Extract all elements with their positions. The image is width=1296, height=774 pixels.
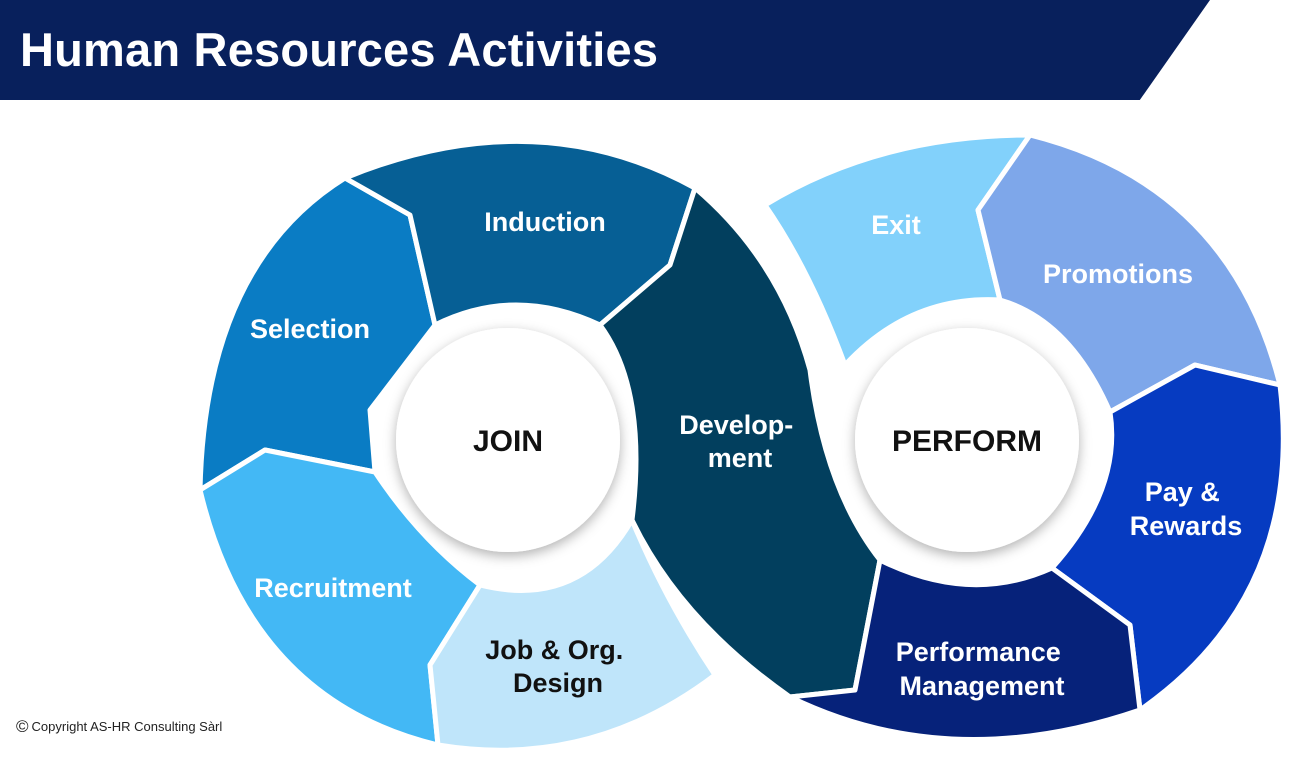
segment-promotions — [975, 132, 1283, 415]
title-banner — [0, 0, 1210, 100]
label-performance-management: Performance Management — [896, 637, 1069, 701]
label-induction: Induction — [484, 207, 605, 237]
perform-hub-label: PERFORM — [892, 425, 1042, 458]
join-hub-label: JOIN — [473, 425, 543, 458]
segment-exit — [762, 132, 1033, 368]
copyright-icon: © — [16, 717, 29, 736]
copyright-text: Copyright AS-HR Consulting Sàrl — [31, 719, 223, 734]
segment-performance-management — [787, 557, 1143, 743]
join-hub — [396, 328, 620, 552]
page-title: Human Resources Activities — [20, 23, 659, 76]
label-promotions: Promotions — [1043, 259, 1193, 289]
label-exit: Exit — [871, 210, 921, 240]
label-development: Develop- ment — [679, 410, 801, 473]
copyright-notice: ©Copyright AS-HR Consulting Sàrl — [16, 717, 222, 737]
label-job-org-design: Job & Org. Design — [485, 635, 631, 698]
segment-job-org-design — [427, 517, 718, 753]
label-recruitment: Recruitment — [254, 573, 412, 603]
perform-hub — [855, 328, 1079, 552]
label-selection: Selection — [250, 314, 370, 344]
segment-recruitment — [197, 447, 483, 748]
label-pay-rewards: Pay & Rewards — [1130, 477, 1243, 541]
